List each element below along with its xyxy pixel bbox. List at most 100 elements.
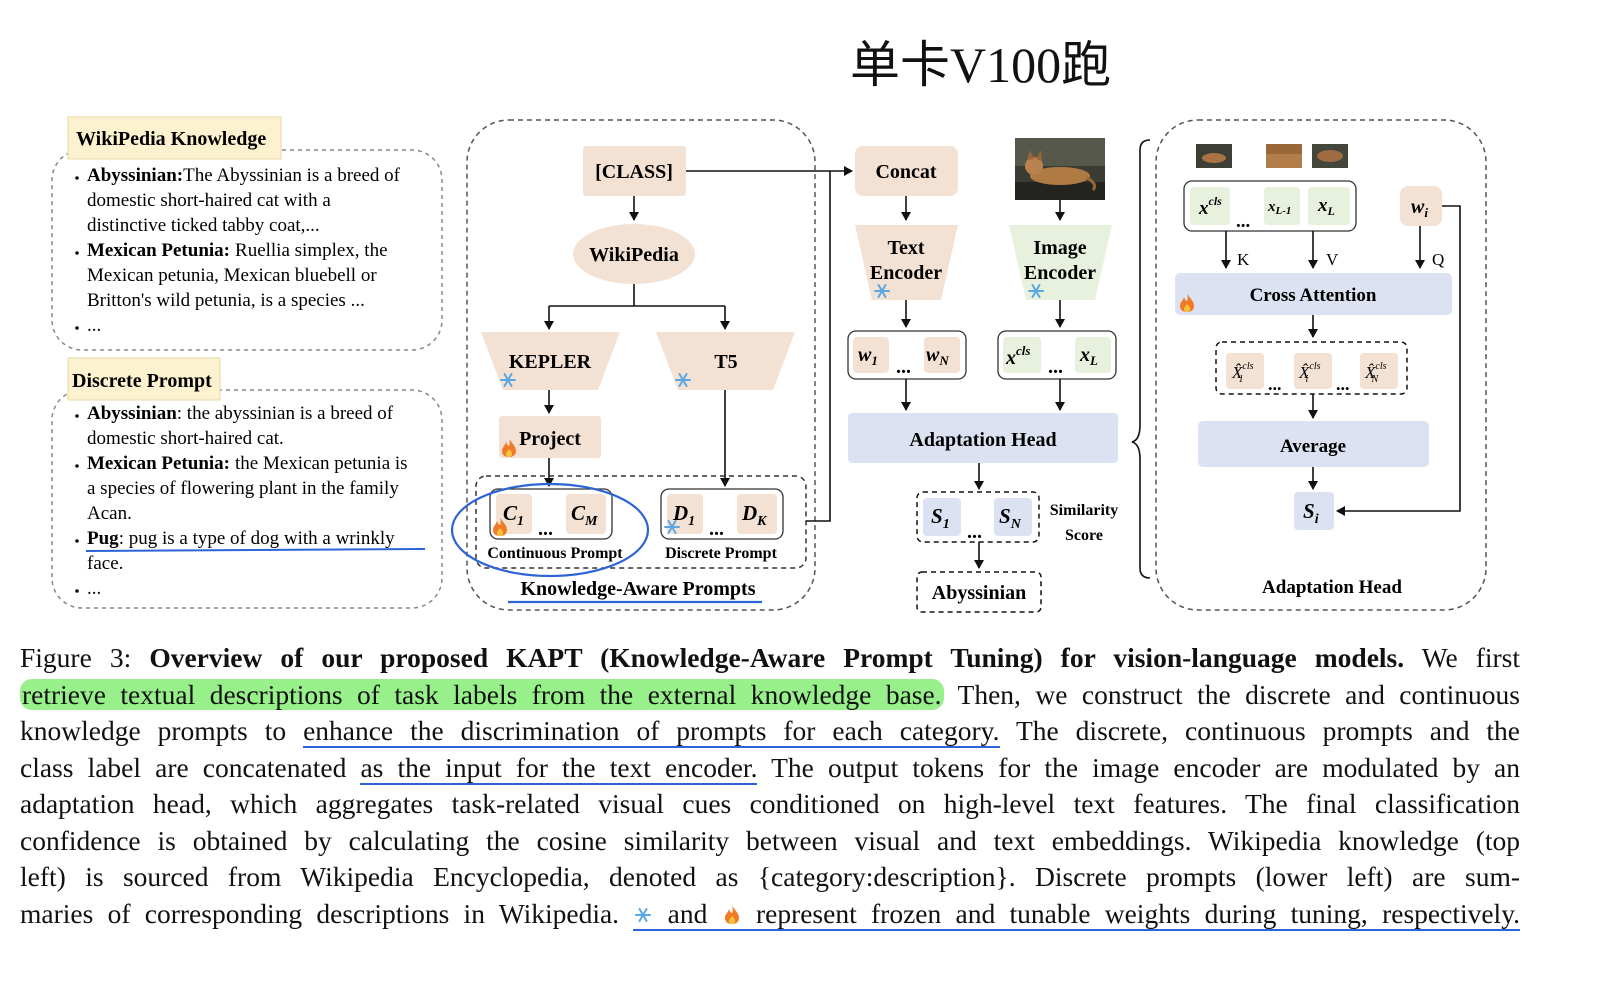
image-patches — [1196, 144, 1348, 168]
wiki-term-mexican-petunia: Mexican Petunia: — [87, 240, 230, 261]
highlighted-phrase: retrieve textual descriptions of task la… — [20, 678, 944, 710]
caption-text: knowledge prompts to — [20, 715, 287, 746]
query-label: Q — [1432, 250, 1444, 269]
d1-token: D1 — [672, 501, 695, 529]
prediction-box — [916, 571, 1042, 613]
wi-token: wi — [1411, 196, 1428, 220]
svg-text:Britton's wild petunia, is a s: Britton's wild petunia, is a species ... — [87, 290, 365, 311]
caption-text: maries of corresponding descriptions in … — [20, 897, 620, 929]
attended-dots-1: ... — [1268, 374, 1282, 394]
detail-xl1-token: xL-1 — [1267, 199, 1291, 217]
similarity-score-label-1: Similarity — [1050, 502, 1118, 519]
wi-token-box — [1400, 186, 1442, 226]
svg-text:...: ... — [87, 578, 101, 599]
detail-xl-token: xL — [1317, 195, 1335, 218]
svg-text:face.: face. — [87, 553, 123, 574]
project-box — [499, 416, 601, 458]
image-encoder-label-1: Image — [1033, 237, 1086, 259]
caption-text: We first — [1421, 642, 1521, 673]
svg-text:...: ... — [87, 315, 101, 336]
caption-line-6: confidence is obtained by calculating th… — [20, 824, 1520, 856]
average-label: Average — [1280, 436, 1346, 457]
snowflake-icon — [635, 907, 652, 922]
wikipedia-label: WikiPedia — [589, 244, 679, 266]
svg-text:Mexican Petunia:Ruellia simple: Mexican Petunia:Ruellia simplex, the — [87, 240, 388, 261]
discrete-dots: ... — [709, 518, 724, 540]
svg-text:a species of flowering plant i: a species of flowering plant in the fami… — [87, 478, 399, 499]
figure-caption: Figure 3: Overview of our proposed KAPT … — [20, 640, 1521, 932]
similarity-score-label-2: Score — [1065, 527, 1103, 544]
handwritten-annotation: 单卡V100跑 — [850, 37, 1111, 93]
image-encoder-label-2: Encoder — [1024, 262, 1096, 284]
t5-encoder — [656, 332, 795, 390]
caption-text: and — [667, 897, 708, 929]
caption-text: represent frozen and tunable weights dur… — [755, 897, 1521, 929]
svg-text:Abyssinian: the abyssinian is: Abyssinian: the abyssinian is a breed of — [87, 403, 394, 424]
text-tokens-dots: ... — [896, 356, 911, 378]
average-box — [1198, 421, 1429, 467]
discrete-panel-items: Abyssinian: the abyssinian is a breed of… — [75, 403, 408, 599]
class-label: [CLASS] — [595, 161, 673, 183]
caption-text: Then, we construct the discrete and cont… — [957, 678, 1520, 710]
caption-text: class label are concatenated — [20, 751, 347, 783]
cross-attention-box — [1175, 273, 1452, 315]
caption-line-1: Figure 3: Overview of our proposed KAPT … — [20, 640, 1520, 677]
continuous-dots: ... — [538, 518, 553, 540]
wiki-panel-title: WikiPedia Knowledge — [76, 128, 266, 150]
cm-token: CM — [571, 501, 598, 529]
si-token: Si — [1303, 499, 1319, 527]
kepler-encoder — [481, 332, 620, 390]
caption-text: The output tokens for the image encoder … — [771, 751, 1521, 783]
wikipedia-node — [573, 224, 695, 284]
caption-line-5: adaptation head, which aggregates task-r… — [20, 788, 1520, 819]
adapt-panel-title: Adaptation Head — [1262, 577, 1402, 598]
discrete-prompt-label: Discrete Prompt — [665, 545, 777, 562]
wiki-term-abyssinian: Abyssinian: — [87, 165, 183, 186]
continuous-prompt-circle-annotation — [450, 482, 650, 578]
kap-panel-border — [466, 119, 816, 611]
attended-dots-2: ... — [1336, 374, 1350, 394]
class-box — [583, 146, 686, 196]
wn-token: wN — [926, 344, 949, 368]
sn-token: SN — [999, 504, 1022, 532]
underlined-phrase: as the input for the text encoder. — [360, 751, 758, 785]
project-label: Project — [519, 428, 581, 450]
kap-title: Knowledge-Aware Prompts — [521, 578, 756, 600]
prediction-label: Abyssinian — [932, 582, 1027, 604]
svg-text:Pug: pug is a type of dog with: Pug: pug is a type of dog with a wrinkly — [87, 528, 395, 549]
discrete-panel-border — [51, 389, 443, 609]
concat-box — [855, 146, 958, 196]
svg-text:Mexican Petunia:the Mexican pe: Mexican Petunia:the Mexican petunia is — [87, 453, 408, 474]
caption-line-7: left) is sourced from Wikipedia Encyclop… — [20, 861, 1520, 892]
svg-text:domestic short-haired cat with: domestic short-haired cat with a — [87, 190, 331, 211]
adaptation-head-box — [848, 413, 1118, 463]
underlined-phrase: enhance the discrimination of prompts fo… — [303, 715, 1000, 748]
text-encoder-label-2: Encoder — [870, 262, 942, 284]
svg-text:distinctive ticked tabby coat,: distinctive ticked tabby coat,... — [87, 215, 320, 236]
key-label: K — [1237, 250, 1250, 269]
caption-line-3: knowledge prompts to enhance the discrim… — [20, 713, 1520, 750]
prompt-group-border — [475, 475, 807, 569]
discrete-panel-tag — [67, 357, 221, 401]
caption-line-2: retrieve textual descriptions of task la… — [20, 677, 1520, 714]
svg-text:Acan.: Acan. — [87, 503, 132, 524]
text-encoder-label-1: Text — [887, 237, 924, 259]
value-label: V — [1326, 250, 1339, 269]
cross-attention-label: Cross Attention — [1250, 285, 1377, 306]
svg-text:domestic short-haired cat.: domestic short-haired cat. — [87, 428, 284, 449]
text-encoder — [855, 225, 958, 300]
wiki-panel-items: Abyssinian:The Abyssinian is a breed of … — [75, 165, 401, 336]
dk-token: DK — [741, 501, 768, 529]
w1-token: w1 — [858, 344, 878, 368]
kepler-label: KEPLER — [509, 351, 592, 373]
caption-text: The discrete, continuous prompts and the — [1015, 715, 1520, 746]
visual-tokens-dots: ... — [1236, 211, 1250, 232]
image-encoder — [1009, 225, 1112, 300]
xl-token: xL — [1079, 344, 1098, 368]
svg-text:Mexican petunia, Mexican blueb: Mexican petunia, Mexican bluebell or — [87, 265, 377, 286]
cat-image — [1015, 138, 1105, 200]
svg-text:Abyssinian:The Abyssinian is a: Abyssinian:The Abyssinian is a breed of — [87, 165, 401, 186]
